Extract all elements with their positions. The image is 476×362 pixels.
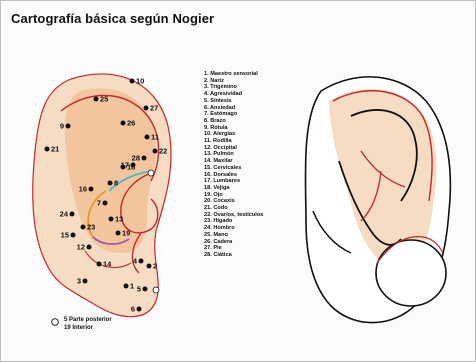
acupoint-label: 11 [151, 133, 159, 142]
legend-item: 16. Dorsales [204, 172, 263, 179]
acupoint-dot [116, 231, 121, 236]
acupoint-dot [71, 233, 76, 238]
legend-item: 26. Cadera [204, 239, 263, 246]
acupoint-dot [145, 135, 150, 140]
acupoint-label: 12 [77, 243, 85, 252]
legend-item: 28. Ciática [204, 252, 263, 259]
left-ear: 1025279262111172822818162471315231912144… [33, 74, 171, 317]
acupoint-dot [45, 147, 50, 152]
acupoint-label: 8 [114, 179, 118, 188]
left-ear-open-point-19 [148, 170, 154, 176]
right-ear-lobe [376, 240, 446, 306]
acupoint-dot [130, 79, 135, 84]
legend-item: 12. Occipital [204, 145, 263, 152]
legend-item: 20. Cocaxis [204, 198, 263, 205]
legend-list: 1. Maestro sensorial2. Nariz3. Trigémino… [204, 71, 263, 259]
legend-item: 5. Síntesis [204, 98, 263, 105]
legend-item: 3. Trigémino [204, 84, 263, 91]
acupoint-label: 19 [122, 229, 130, 238]
acupoint-dot [144, 106, 149, 111]
acupoint-label: 6 [131, 305, 135, 314]
legend-item: 22. Ovarios, testículos [204, 212, 263, 219]
legend-item: 18. Vejiga [204, 185, 263, 192]
legend-item: 8. Brazo [204, 118, 263, 125]
footnote: 5 Parte posterior 19 Interior [64, 317, 112, 332]
acupoint-label: 23 [87, 223, 95, 232]
footnote-open-circle-icon [50, 317, 60, 327]
legend-item: 11. Rodilla [204, 138, 263, 145]
left-ear-open-point-5 [153, 287, 159, 293]
acupoint-dot [83, 279, 88, 284]
acupoint-dot [97, 262, 102, 267]
acupoint-label: 27 [150, 104, 158, 113]
acupoint-label: 15 [61, 231, 69, 240]
acupoint-label: 25 [100, 95, 108, 104]
legend-item: 24. Hombro [204, 225, 263, 232]
acupoint-label: 9 [60, 122, 64, 131]
acupoint-dot [81, 225, 86, 230]
acupoint-label: 13 [115, 215, 123, 224]
acupoint-dot [137, 307, 142, 312]
acupoint-dot [87, 245, 92, 250]
acupoint-label: 7 [97, 199, 101, 208]
legend-item: 4. Agresividad [204, 91, 263, 98]
acupoint-label: 24 [60, 210, 69, 219]
legend-item: 2. Nariz [204, 78, 263, 85]
acupoint-dot [147, 264, 152, 269]
acupoint-dot [139, 259, 144, 264]
acupoint-label: 1 [130, 282, 134, 291]
acupoint-dot [109, 217, 114, 222]
acupoint-label: 16 [79, 185, 87, 194]
legend-item: 6. Ansiedad [204, 105, 263, 112]
legend-item: 14. Maxilar [204, 158, 263, 165]
right-ear [305, 77, 450, 323]
acupoint-label: 26 [127, 119, 135, 128]
acupoint-label: 14 [103, 260, 112, 269]
acupoint-dot [70, 212, 75, 217]
acupoint-label: 18 [127, 163, 135, 172]
acupoint-label: 28 [132, 154, 140, 163]
acupoint-dot [143, 287, 148, 292]
legend-item: 27. Pie [204, 245, 263, 252]
legend-item: 15. Cervicales [204, 165, 263, 172]
acupoint-dot [153, 149, 158, 154]
legend-item: 23. Hígado [204, 218, 263, 225]
legend-item: 21. Codo [204, 205, 263, 212]
footnote-line-interior: 19 Interior [64, 325, 112, 333]
acupoint-label: 2 [153, 262, 157, 271]
acupoint-label: 22 [159, 147, 167, 156]
acupoint-dot [142, 156, 147, 161]
legend-item: 10. Alergias [204, 131, 263, 138]
legend-item: 9. Rótula [204, 125, 263, 132]
acupoint-label: 10 [136, 77, 144, 86]
acupoint-dot [66, 124, 71, 129]
acupoint-label: 21 [51, 145, 59, 154]
footnote-line-posterior: 5 Parte posterior [64, 317, 112, 325]
legend-item: 7. Estómago [204, 111, 263, 118]
legend-item: 13. Pulmón [204, 151, 263, 158]
acupoint-dot [121, 121, 126, 126]
acupoint-label: 3 [77, 277, 81, 286]
legend-item: 25. Mano [204, 232, 263, 239]
legend-item: 1. Maestro sensorial [204, 71, 263, 78]
legend-item: 17. Lumbares [204, 178, 263, 185]
acupoint-label: 5 [137, 285, 141, 294]
acupoint-dot [121, 165, 126, 170]
acupoint-dot [94, 97, 99, 102]
acupoint-dot [108, 181, 113, 186]
acupoint-dot [103, 201, 108, 206]
acupoint-dot [89, 187, 94, 192]
acupoint-dot [124, 284, 129, 289]
legend-item: 19. Ojo [204, 192, 263, 199]
